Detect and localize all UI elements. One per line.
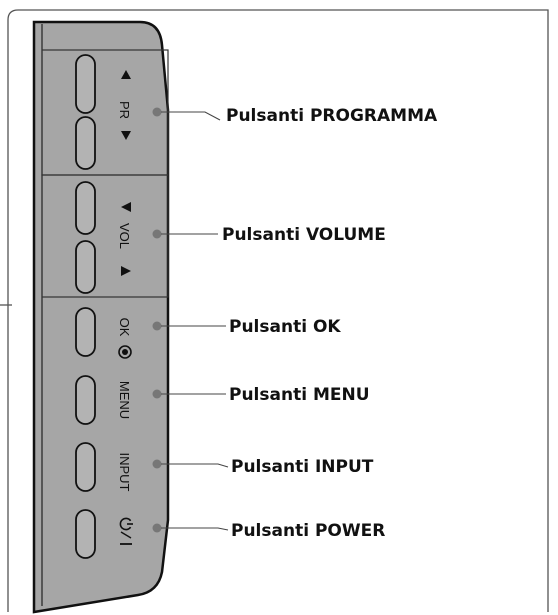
- vol-down-button[interactable]: [75, 240, 96, 294]
- pr-down-arrow-icon: [121, 131, 131, 140]
- input-button[interactable]: [75, 442, 96, 492]
- vol-up-arrow-icon: [121, 202, 131, 212]
- ok-dot: [152, 321, 162, 331]
- ok-label: OK: [117, 318, 132, 337]
- programma-callout: Pulsanti PROGRAMMA: [226, 106, 438, 126]
- ok-target-center: [122, 349, 128, 355]
- vol-label: VOL: [117, 223, 132, 249]
- input-label: INPUT: [117, 453, 132, 492]
- menu-label: MENU: [117, 381, 132, 419]
- vol-section-box: [41, 174, 169, 298]
- programma-dot: [152, 107, 162, 117]
- menu-button[interactable]: [75, 375, 96, 425]
- programma-leader: [161, 111, 221, 121]
- side-panel: [32, 20, 170, 614]
- power-slash: [120, 531, 132, 539]
- power-symbol-icon: [119, 517, 133, 531]
- ok-callout: Pulsanti OK: [229, 317, 341, 337]
- input-callout: Pulsanti INPUT: [231, 457, 374, 477]
- input-dot: [152, 459, 162, 469]
- pr-down-button[interactable]: [75, 116, 96, 170]
- pr-up-button[interactable]: [75, 54, 96, 114]
- ok-target-icon: [118, 345, 132, 359]
- pr-up-arrow-icon: [121, 70, 131, 79]
- power-dot: [152, 523, 162, 533]
- vol-up-button[interactable]: [75, 181, 96, 235]
- menu-callout: Pulsanti MENU: [229, 385, 370, 405]
- vol-down-arrow-icon: [121, 266, 131, 276]
- input-leader: [161, 463, 229, 468]
- outer-frame: [7, 9, 549, 612]
- volume-callout: Pulsanti VOLUME: [222, 225, 386, 245]
- power-callout: Pulsanti POWER: [231, 521, 385, 541]
- volume-dot: [152, 229, 162, 239]
- power-button[interactable]: [75, 509, 96, 559]
- power-leader: [161, 527, 229, 531]
- menu-dot: [152, 389, 162, 399]
- pr-label: PR: [117, 101, 132, 119]
- ok-button[interactable]: [75, 307, 96, 357]
